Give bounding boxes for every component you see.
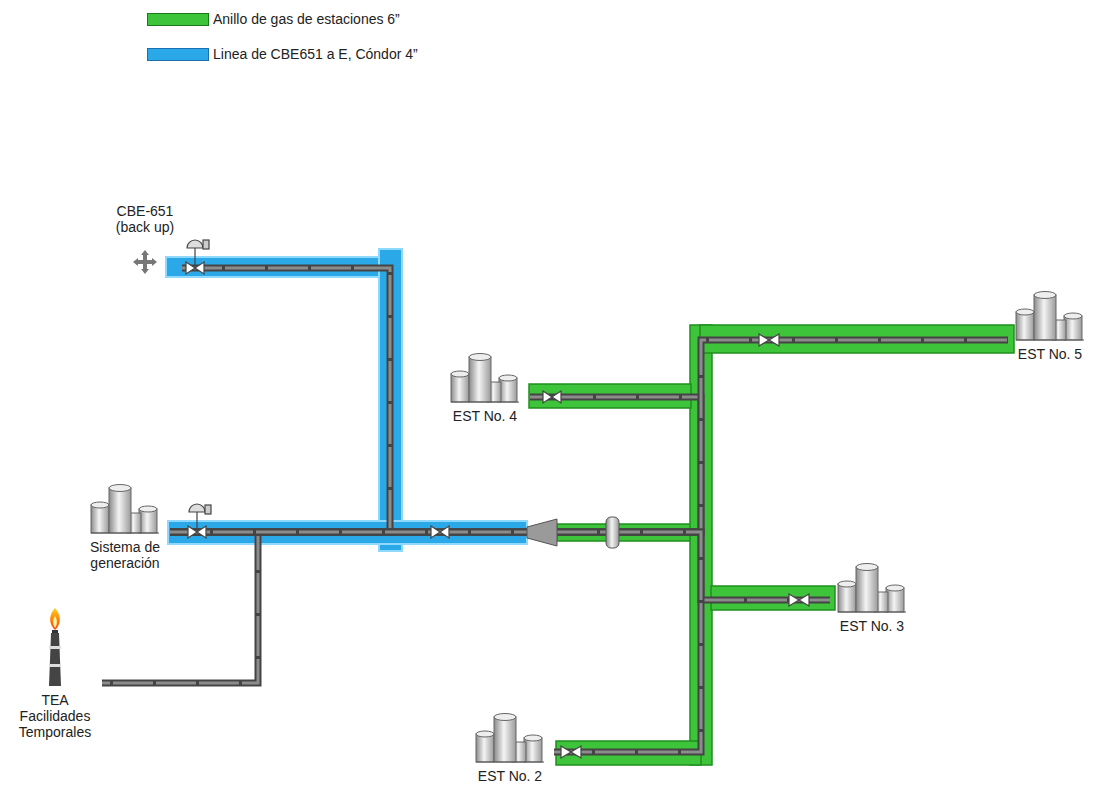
valve-symbol [759,334,779,346]
node-label: EST No. 3 [840,618,904,634]
icon-holder [132,249,158,275]
station-node: EST No. 5 [1008,290,1092,362]
legend-text: Anillo de gas de estaciones 6” [213,11,400,27]
flare-node: TEA Facilidades Temporales [8,606,102,740]
icon-holder [836,562,908,614]
valve-symbol [789,594,809,606]
icon-holder [89,483,161,535]
station-icon [836,562,908,614]
gas-pipe [170,340,1008,532]
backup-source: CBE-651 (back up) [108,203,182,275]
valve-symbol [543,391,561,403]
valve-symbol [431,526,449,538]
icon-holder [449,352,521,404]
legend-swatch [147,13,209,26]
icon-holder [474,712,546,764]
icon-holder [1014,290,1086,342]
legend-row: Linea de CBE651 a E, Cóndor 4” [147,46,418,62]
move-icon [132,249,158,275]
node-label: EST No. 4 [453,408,517,424]
valve-symbol [561,746,581,758]
node-label: Sistema de generación [80,539,170,571]
node-label: CBE-651 (back up) [108,203,182,235]
generation-node: Sistema de generación [80,483,170,571]
station-icon [449,352,521,404]
legend-swatch [147,48,209,61]
station-icon [89,483,161,535]
pipe-reducer [527,519,557,546]
station-icon [474,712,546,764]
legend-text: Linea de CBE651 a E, Cóndor 4” [213,46,418,62]
icon-holder [40,606,70,688]
gas-pipe [170,268,390,532]
station-node: EST No. 4 [440,352,530,424]
gas-pipe [170,397,701,532]
station-node: EST No. 3 [830,562,914,634]
flare-icon [40,606,70,688]
legend-row: Anillo de gas de estaciones 6” [147,11,400,27]
gas-pipe [170,532,701,752]
station-icon [1014,290,1086,342]
gas-pipe [170,532,830,600]
station-node: EST No. 2 [466,712,554,784]
node-label: EST No. 5 [1018,346,1082,362]
filter-vessel [606,517,619,548]
node-label: EST No. 2 [478,768,542,784]
node-label: TEA Facilidades Temporales [8,692,102,740]
